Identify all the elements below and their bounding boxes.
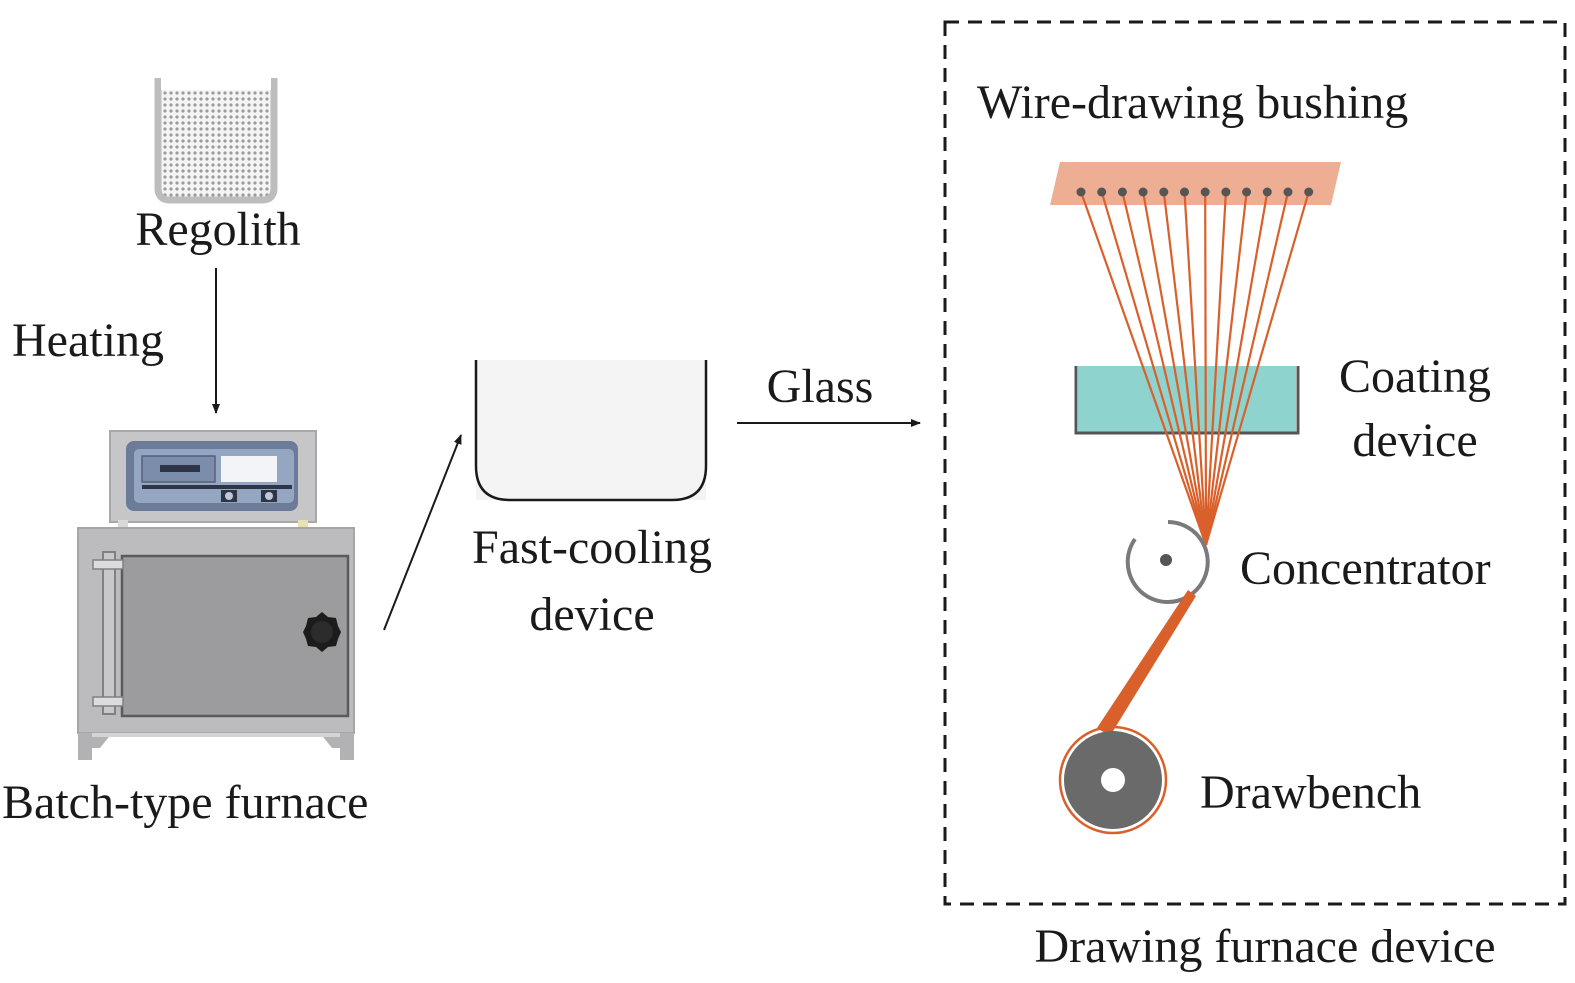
bushing-nozzle bbox=[1138, 187, 1148, 197]
bushing-nozzle bbox=[1180, 187, 1189, 197]
drawbench-label: Drawbench bbox=[1200, 766, 1421, 819]
bushing-nozzle bbox=[1283, 187, 1293, 197]
glass-fiber bbox=[1204, 191, 1227, 546]
glass-fiber bbox=[1121, 191, 1208, 546]
coating-label-line1: Coating bbox=[1339, 350, 1491, 403]
glass-fiber bbox=[1204, 191, 1248, 546]
glass-fiber bbox=[1162, 191, 1208, 546]
concentrator-label: Concentrator bbox=[1240, 542, 1491, 595]
glass-fiber bbox=[1079, 191, 1208, 546]
drawbench-icon bbox=[1058, 725, 1168, 835]
bushing-nozzle bbox=[1304, 187, 1314, 197]
glass-fiber bbox=[1183, 191, 1208, 546]
drawing-furnace-frame bbox=[943, 20, 1567, 906]
glass-fiber bbox=[1142, 191, 1208, 546]
glass-fiber bbox=[1204, 191, 1269, 546]
glass-fiber bbox=[1204, 191, 1208, 546]
bushing-nozzle bbox=[1221, 187, 1231, 197]
cooling-label-line1: Fast-cooling bbox=[472, 521, 712, 574]
coating-device-icon bbox=[1074, 366, 1300, 435]
bushing-nozzle bbox=[1200, 187, 1210, 197]
glass-label: Glass bbox=[767, 360, 874, 413]
glass-fiber bbox=[1204, 191, 1310, 546]
bushing-nozzle bbox=[1262, 187, 1272, 197]
bushing-plate bbox=[1050, 162, 1341, 205]
bushing-nozzle bbox=[1242, 187, 1252, 197]
coating-label-line2: device bbox=[1352, 414, 1477, 467]
heating-label: Heating bbox=[12, 314, 164, 367]
cooling-label-line2: device bbox=[529, 588, 654, 641]
concentrator-icon bbox=[1125, 520, 1210, 604]
regolith-label: Regolith bbox=[135, 203, 300, 256]
furnace-icon bbox=[77, 430, 355, 760]
bushing-nozzle bbox=[1076, 187, 1086, 197]
bushing-label: Wire-drawing bushing bbox=[977, 76, 1408, 129]
furnace-label: Batch-type furnace bbox=[2, 776, 368, 829]
bushing-nozzle bbox=[1097, 187, 1107, 197]
bushing-nozzle bbox=[1159, 187, 1169, 197]
fiber-strand bbox=[1097, 590, 1196, 736]
glass-fiber bbox=[1100, 191, 1208, 546]
regolith-beaker-icon bbox=[154, 78, 278, 204]
drawing-furnace-label: Drawing furnace device bbox=[1034, 920, 1495, 973]
glass-fiber bbox=[1204, 191, 1290, 546]
cooling-arrow bbox=[383, 434, 462, 631]
glass-fibers bbox=[1076, 187, 1314, 546]
bushing-nozzle bbox=[1117, 187, 1127, 197]
cooler-icon bbox=[474, 360, 708, 502]
